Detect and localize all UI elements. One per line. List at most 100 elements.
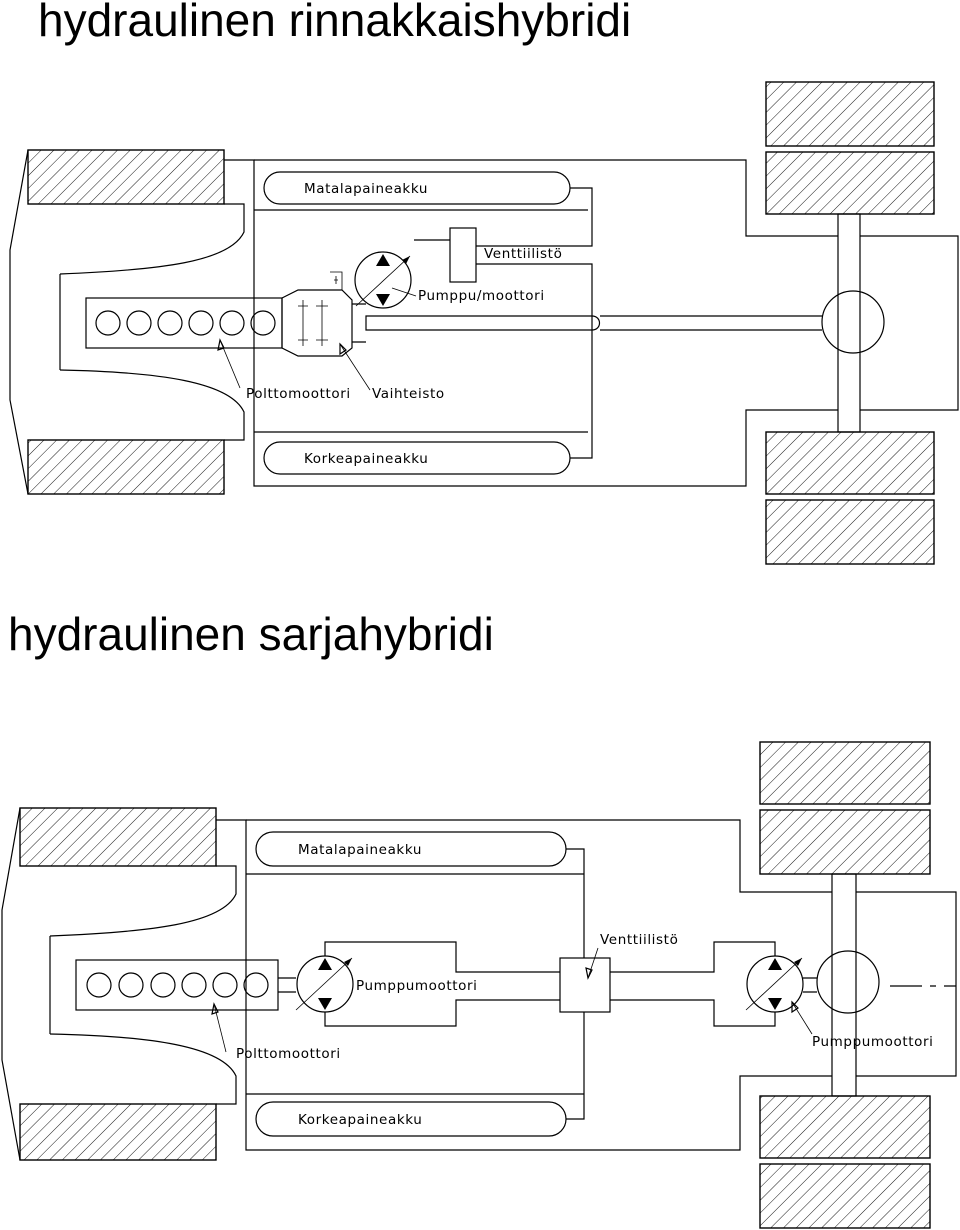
rear-axle (837, 213, 861, 433)
pump-variable-arrow (355, 255, 411, 307)
propshaft-front (365, 315, 601, 331)
low-accumulator-label: Matalapaineakku (304, 181, 428, 197)
differential (816, 950, 880, 1014)
gearbox-leader-arrow-icon (339, 342, 347, 356)
cylinder-3 (157, 310, 183, 336)
rear-pump-coupling (803, 977, 817, 993)
rear-pump-variable-arrow (745, 957, 803, 1011)
rear-pump-variable-arrowhead-icon (794, 958, 802, 966)
low-accumulator-label: Matalapaineakku (298, 842, 422, 858)
engine-block (85, 297, 283, 349)
rear-pump-motor-label: Pumppumoottori (812, 1034, 934, 1050)
valve-block-label: Venttiilistö (484, 246, 562, 262)
cylinder-1 (86, 972, 112, 998)
pump-mount (352, 303, 366, 343)
chassis-top (246, 819, 832, 893)
gearbox-shafts (298, 300, 328, 346)
series-title: hydraulinen sarjahybridi (8, 608, 494, 660)
pump-motor-symbol (354, 251, 412, 309)
rear-frame (856, 891, 957, 1077)
front-pump-motor-label: Pumppumoottori (356, 978, 478, 994)
valve-block (449, 227, 477, 283)
chassis-top (254, 159, 838, 237)
pump-leader (391, 287, 417, 297)
pump-arrow-down-icon (376, 294, 390, 306)
cylinder-6 (250, 310, 276, 336)
engine-label: Polttomoottori (246, 386, 351, 402)
engine-leader (213, 1003, 227, 1053)
gearbox-clutch (330, 271, 343, 290)
pump-motor-label: Pumppu/moottori (418, 288, 545, 304)
cylinder-4 (188, 310, 214, 336)
series-diagram: Matalapaineakku Korkeapaineakku Venttiil… (1, 741, 957, 1229)
high-accumulator-label: Korkeapaineakku (304, 451, 428, 467)
rear-pump-arrow-down-icon (768, 998, 782, 1010)
propshaft-rear (600, 315, 822, 331)
rear-pump-lines (610, 941, 776, 1027)
front-left-tire (19, 807, 217, 867)
cylinder-3 (150, 972, 176, 998)
front-pump-variable-arrowhead-icon (344, 958, 352, 966)
accumulator-bays (254, 209, 588, 433)
rear-right-tire-outer (759, 1163, 931, 1229)
parallel-title: hydraulinen rinnakkaishybridi (38, 0, 631, 46)
front-right-tire (19, 1103, 217, 1161)
front-panel-bottom (59, 369, 245, 441)
rear-pump-arrow-up-icon (768, 958, 782, 970)
high-pressure-line (476, 263, 593, 459)
front-pump-arrow-down-icon (318, 998, 332, 1010)
cylinder-2 (126, 310, 152, 336)
front-panel-bottom (49, 1033, 237, 1105)
low-pressure-line (566, 848, 585, 958)
rear-left-tire-outer (759, 741, 931, 805)
front-pump-arrow-up-icon (318, 958, 332, 970)
rear-right-tire-outer (765, 499, 935, 565)
valve-leader-arrow-icon (585, 967, 593, 980)
cylinder-5 (219, 310, 245, 336)
front-right-tire (27, 439, 225, 495)
accumulator-bays (246, 873, 584, 1095)
front-pump-lines (324, 941, 560, 1027)
cylinder-4 (181, 972, 207, 998)
cylinder-2 (118, 972, 144, 998)
engine-leader-arrow-icon (211, 1002, 219, 1015)
valve-leader (587, 947, 599, 979)
rear-frame (860, 235, 959, 411)
front-left-tire (27, 149, 225, 205)
gearbox-label: Vaihteisto (372, 386, 445, 402)
rear-left-tire-inner (765, 151, 935, 215)
chassis-bottom (224, 159, 838, 487)
rear-left-tire-outer (765, 81, 935, 147)
valve-block (559, 957, 611, 1013)
pump-variable-arrowhead-icon (402, 256, 410, 264)
rear-pump-leader (791, 1001, 813, 1035)
gearbox-leader (339, 343, 371, 391)
cylinder-6 (243, 972, 269, 998)
rear-left-tire-inner (759, 809, 931, 875)
front-pump-variable-arrow (295, 957, 353, 1011)
rear-right-tire-inner (759, 1095, 931, 1159)
front-bumper (9, 149, 29, 495)
engine-leader-arrow-icon (217, 338, 225, 351)
pump-arrow-up-icon (376, 254, 390, 266)
valve-block-label: Venttiilistö (600, 932, 678, 948)
high-pressure-line (566, 1012, 585, 1120)
engine-output-shaft (278, 977, 296, 993)
chassis-bottom (216, 819, 832, 1151)
front-panel-top (59, 203, 245, 275)
rear-pump-leader-arrow-icon (791, 1000, 799, 1014)
engine-block (75, 959, 279, 1011)
front-bumper (1, 807, 21, 1161)
differential (821, 290, 885, 354)
high-accumulator-label: Korkeapaineakku (298, 1112, 422, 1128)
front-panel-top (49, 865, 237, 937)
low-pressure-line (476, 187, 593, 247)
parallel-diagram: Matalapaineakku Korkeapaineakku Venttiil… (9, 81, 959, 565)
cylinder-5 (212, 972, 238, 998)
engine-label: Polttomoottori (236, 1046, 341, 1062)
rear-right-tire-inner (765, 431, 935, 495)
cylinder-1 (95, 310, 121, 336)
gearbox (281, 289, 353, 357)
rear-axle (831, 873, 857, 1097)
